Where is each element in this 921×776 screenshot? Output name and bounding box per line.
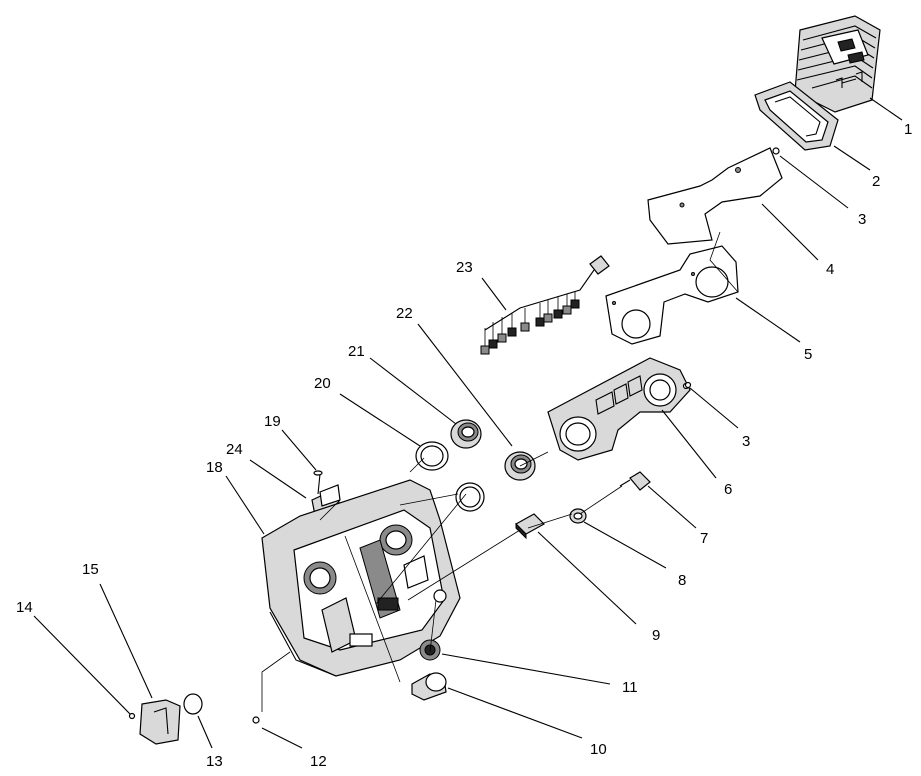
callout-labels: 1 2 3 4 5 3 6 7 8 9 10 11 12 13 14 15 18… — [16, 121, 912, 770]
leader-18 — [225, 475, 265, 535]
leader-10 — [447, 687, 583, 739]
part-8-nut — [569, 508, 587, 524]
callout-2: 2 — [872, 173, 880, 190]
leader-2 — [833, 145, 871, 171]
leader-8 — [583, 521, 667, 569]
callout-14: 14 — [16, 599, 33, 616]
leader-14 — [33, 615, 131, 715]
leader-lines — [33, 97, 903, 749]
callout-3-upper: 3 — [858, 211, 866, 228]
leader-19 — [281, 429, 317, 471]
part-13-bulb — [183, 693, 203, 715]
leader-3a — [779, 155, 849, 209]
part-2-boot-frame — [754, 81, 839, 151]
part-23-lamp-harness — [480, 255, 610, 355]
callout-12: 12 — [310, 753, 327, 770]
part-14-screw — [128, 712, 136, 720]
part-3-screw-lower — [684, 381, 692, 389]
callout-15: 15 — [82, 561, 99, 578]
part-15-bracket — [139, 699, 181, 745]
part-20-gauge-ring — [415, 441, 485, 512]
leader-4 — [761, 203, 819, 261]
callout-8: 8 — [678, 572, 686, 589]
leader-20 — [339, 393, 421, 447]
part-3-screw-upper — [772, 147, 780, 155]
callout-4: 4 — [826, 261, 834, 278]
callout-5: 5 — [804, 346, 812, 363]
part-5-overlay — [605, 245, 739, 345]
leader-3b — [689, 387, 739, 429]
callout-18: 18 — [206, 459, 223, 476]
leader-11 — [441, 653, 611, 685]
leader-1 — [869, 97, 903, 121]
callout-11: 11 — [622, 679, 638, 696]
callout-7: 7 — [700, 530, 708, 547]
callout-1: 1 — [904, 121, 912, 138]
callout-21: 21 — [348, 343, 365, 360]
callout-10: 10 — [590, 741, 607, 758]
assembly-center-lines — [261, 231, 739, 712]
leader-23 — [481, 277, 507, 311]
leader-21 — [369, 357, 457, 425]
leader-22 — [417, 323, 513, 447]
callout-3-lower: 3 — [742, 433, 750, 450]
leader-15 — [99, 583, 153, 699]
leader-7 — [647, 485, 697, 529]
part-12-screw — [252, 716, 260, 724]
part-19-screw — [313, 470, 323, 495]
leader-13 — [197, 715, 213, 749]
callout-9: 9 — [652, 627, 660, 644]
part-21-gauge — [450, 419, 482, 449]
part-4-decal — [647, 147, 783, 245]
part-6-gauge-panel — [547, 357, 691, 461]
part-9-switch — [515, 513, 545, 540]
leader-24 — [249, 459, 307, 499]
callout-13: 13 — [206, 753, 223, 770]
callout-6: 6 — [724, 481, 732, 498]
leader-6 — [661, 409, 717, 479]
callout-19: 19 — [264, 413, 281, 430]
callout-20: 20 — [314, 375, 331, 392]
part-7-key — [619, 471, 651, 491]
part-1-shift-boot — [794, 15, 881, 113]
callout-22: 22 — [396, 305, 413, 322]
part-10-switch — [411, 672, 447, 701]
leader-9 — [537, 531, 637, 625]
callout-23: 23 — [456, 259, 473, 276]
leader-12 — [261, 727, 303, 749]
leader-5 — [735, 297, 801, 343]
callout-24: 24 — [226, 441, 243, 458]
